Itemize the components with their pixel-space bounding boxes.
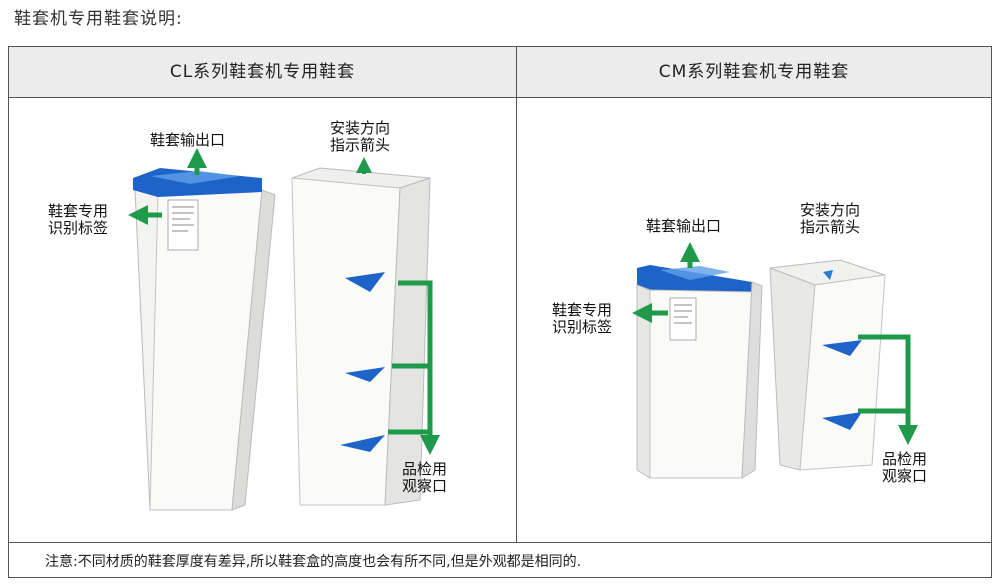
cl-id-label: 鞋套专用 识别标签 [48, 203, 108, 237]
id-sticker [669, 297, 697, 341]
header-cl-series: CL系列鞋套机专用鞋套 [169, 62, 356, 82]
inspect-arrow [858, 334, 918, 445]
inspection-slot [345, 272, 385, 292]
column-divider [516, 47, 517, 542]
cm-inspect-label-line1: 品检用 [882, 450, 928, 468]
cm-box-install-view [769, 259, 886, 471]
cl-install-label-line2: 指示箭头 [330, 136, 391, 154]
table-header-row: CL系列鞋套机专用鞋套 CM系列鞋套机专用鞋套 [9, 47, 991, 98]
cm-inspect-label-line2: 观察口 [882, 467, 928, 485]
inspect-arrow [398, 280, 440, 455]
inspection-slot [822, 340, 862, 356]
inspection-slot [345, 367, 385, 382]
note-text: 注意:不同材质的鞋套厚度有差异,所以鞋套盒的高度也会有所不同,但是外观都是相同的… [45, 554, 582, 570]
cm-id-label: 鞋套专用 识别标签 [552, 302, 612, 336]
note-row: 注意:不同材质的鞋套厚度有差异,所以鞋套盒的高度也会有所不同,但是外观都是相同的… [9, 542, 991, 578]
install-arrow-mark [823, 270, 833, 280]
comparison-table: CL系列鞋套机专用鞋套 CM系列鞋套机专用鞋套 注意:不同材质的鞋套厚度有差异,… [8, 46, 992, 578]
inspection-slot [822, 412, 862, 430]
cl-id-label-line1: 鞋套专用 [48, 202, 109, 220]
cl-install-label: 安装方向 指示箭头 [330, 120, 390, 154]
cm-outlet-label: 鞋套输出口 [646, 217, 722, 235]
cm-id-label-line2: 识别标签 [552, 318, 613, 336]
cl-id-label-line2: 识别标签 [48, 219, 109, 237]
cm-box-outlet-view [636, 265, 763, 479]
header-cm-series: CM系列鞋套机专用鞋套 [658, 62, 850, 82]
cm-id-label-line1: 鞋套专用 [552, 301, 613, 319]
cm-inspect-label: 品检用 观察口 [882, 451, 927, 485]
cl-inspect-label-line1: 品检用 [402, 460, 448, 478]
cl-install-label-line1: 安装方向 [330, 119, 391, 137]
cl-inspect-label: 品检用 观察口 [402, 461, 447, 495]
cm-install-label: 安装方向 指示箭头 [800, 202, 860, 236]
cm-install-label-line2: 指示箭头 [800, 218, 861, 236]
inspection-slot [340, 435, 385, 452]
cl-outlet-label: 鞋套输出口 [150, 131, 226, 149]
page-title: 鞋套机专用鞋套说明: [14, 9, 183, 29]
cm-install-label-line1: 安装方向 [800, 201, 861, 219]
cl-box-install-view [291, 167, 431, 506]
cl-inspect-label-line2: 观察口 [402, 477, 448, 495]
cl-box-outlet-view [133, 168, 276, 511]
